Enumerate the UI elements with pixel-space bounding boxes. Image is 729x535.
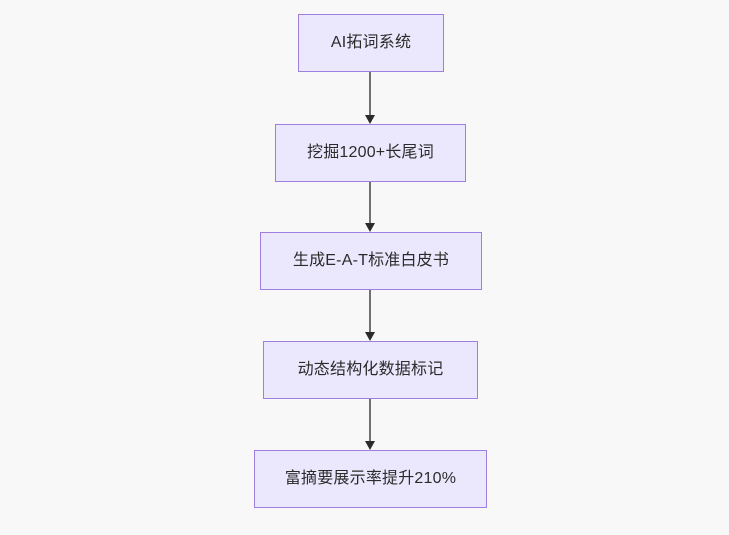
flow-edge-4-line: [369, 399, 371, 442]
flow-edge-2-line: [369, 182, 371, 224]
flow-node-1[interactable]: AI拓词系统: [298, 14, 444, 72]
flow-edge-2-arrowhead: [365, 223, 375, 232]
flow-node-2[interactable]: 挖掘1200+长尾词: [275, 124, 466, 182]
flow-node-3[interactable]: 生成E-A-T标准白皮书: [260, 232, 482, 290]
flow-node-4-label: 动态结构化数据标记: [297, 361, 444, 378]
flow-edge-4-arrowhead: [365, 441, 375, 450]
flow-node-5[interactable]: 富摘要展示率提升210%: [254, 450, 487, 508]
flow-edge-3-arrowhead: [365, 332, 375, 341]
flow-node-5-label: 富摘要展示率提升210%: [284, 470, 457, 487]
flow-edge-3-line: [369, 290, 371, 333]
flow-edge-1-line: [369, 72, 371, 116]
flow-node-2-label: 挖掘1200+长尾词: [307, 144, 434, 161]
flow-node-1-label: AI拓词系统: [330, 34, 412, 51]
flow-node-3-label: 生成E-A-T标准白皮书: [292, 252, 450, 269]
flow-edge-1-arrowhead: [365, 115, 375, 124]
flow-node-4[interactable]: 动态结构化数据标记: [263, 341, 478, 399]
